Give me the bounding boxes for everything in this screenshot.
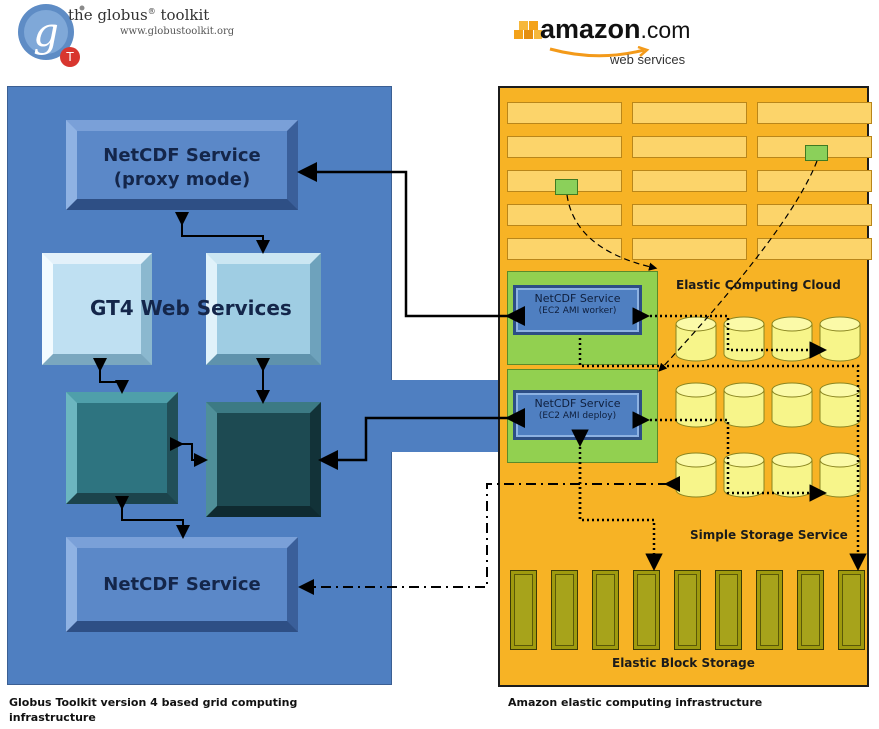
s3-storage-cylinders — [675, 316, 861, 498]
ebs-label: Elastic Block Storage — [612, 656, 755, 670]
s3-bucket-icon — [819, 382, 861, 428]
netcdf-ec2-deploy-box: NetCDF Service (EC2 AMI deploy) — [513, 390, 642, 440]
ec2-cell — [507, 136, 622, 158]
ec2-cell — [757, 170, 872, 192]
netcdf-proxy-service-box: NetCDF Service (proxy mode) — [66, 120, 298, 210]
ebs-volume-icon — [551, 570, 578, 650]
s3-bucket-icon — [771, 316, 813, 362]
amazon-dotcom: .com — [640, 17, 691, 43]
globus-title: the globus® toolkit — [68, 6, 209, 24]
s3-label: Simple Storage Service — [690, 528, 848, 542]
s3-bucket-icon — [675, 316, 717, 362]
worker-line1: NetCDF Service — [534, 292, 621, 305]
ec2-cell — [632, 170, 747, 192]
s3-bucket-icon — [675, 452, 717, 498]
globus-url: www.globustoolkit.org — [120, 26, 235, 37]
gt4-box-teal — [66, 392, 178, 504]
amazon-smile-icon — [549, 46, 650, 58]
ebs-volume-icon — [756, 570, 783, 650]
netcdf-ec2-worker-box: NetCDF Service (EC2 AMI worker) — [513, 285, 642, 335]
ec2-cell — [632, 238, 747, 260]
globus-name: the globus — [68, 6, 148, 24]
ec2-cell — [507, 238, 622, 260]
s3-bucket-icon — [771, 452, 813, 498]
ec2-cell — [632, 102, 747, 124]
ebs-volume-icon — [633, 570, 660, 650]
ec2-running-instance — [555, 179, 578, 195]
ec2-cell — [757, 204, 872, 226]
ebs-volume-icon — [510, 570, 537, 650]
s3-bucket-icon — [723, 382, 765, 428]
netcdf-service-box: NetCDF Service — [66, 537, 298, 632]
grid-caption: Globus Toolkit version 4 based grid comp… — [9, 695, 389, 725]
ec2-cell — [757, 238, 872, 260]
s3-bucket-icon — [675, 382, 717, 428]
s3-bucket-icon — [819, 452, 861, 498]
s3-bucket-icon — [771, 382, 813, 428]
deploy-line2: (EC2 AMI deploy) — [538, 411, 617, 421]
aws-boxes-icon — [514, 21, 542, 39]
netcdf-proxy-line1: NetCDF Service — [103, 145, 261, 166]
globus-badge-letter: T — [66, 50, 74, 64]
ebs-volume-icon — [674, 570, 701, 650]
ec2-cell — [632, 204, 747, 226]
amazon-sub: web services — [610, 52, 686, 67]
netcdf-service-label: NetCDF Service — [103, 574, 261, 595]
amazon-wordmark: amazon.com — [540, 14, 690, 45]
globus-trademark: ® — [147, 7, 156, 16]
netcdf-proxy-line2: (proxy mode) — [113, 169, 251, 190]
ec2-running-instance — [805, 145, 828, 161]
gt4-web-services-label: GT4 Web Services — [90, 296, 292, 320]
aws-caption: Amazon elastic computing infrastructure — [508, 696, 763, 709]
s3-bucket-icon — [723, 452, 765, 498]
globus-badge: T — [60, 47, 80, 67]
ebs-volume-icon — [797, 570, 824, 650]
svg-text:g: g — [33, 10, 59, 56]
globus-suffix: toolkit — [155, 6, 210, 24]
ebs-volume-icon — [838, 570, 865, 650]
worker-line2: (EC2 AMI worker) — [538, 306, 617, 316]
gt4-box-dark — [206, 402, 321, 517]
ec2-cell — [507, 204, 622, 226]
grid-caption-line2: infrastructure — [9, 711, 96, 724]
amazon-brand: amazon — [540, 14, 641, 44]
ec2-label: Elastic Computing Cloud — [676, 278, 841, 292]
ec2-cell — [632, 136, 747, 158]
s3-bucket-icon — [819, 316, 861, 362]
ec2-cell — [507, 102, 622, 124]
globus-g-icon: g — [18, 4, 85, 60]
amazon-logo: amazon.com web services — [512, 14, 712, 72]
s3-bucket-icon — [723, 316, 765, 362]
globus-logo: g T the globus® toolkit www.globustoolki… — [10, 2, 270, 68]
deploy-line1: NetCDF Service — [534, 397, 621, 410]
ebs-volume-icon — [592, 570, 619, 650]
ebs-volume-icon — [715, 570, 742, 650]
ec2-cell — [757, 102, 872, 124]
grid-caption-line1: Globus Toolkit version 4 based grid comp… — [9, 696, 298, 709]
